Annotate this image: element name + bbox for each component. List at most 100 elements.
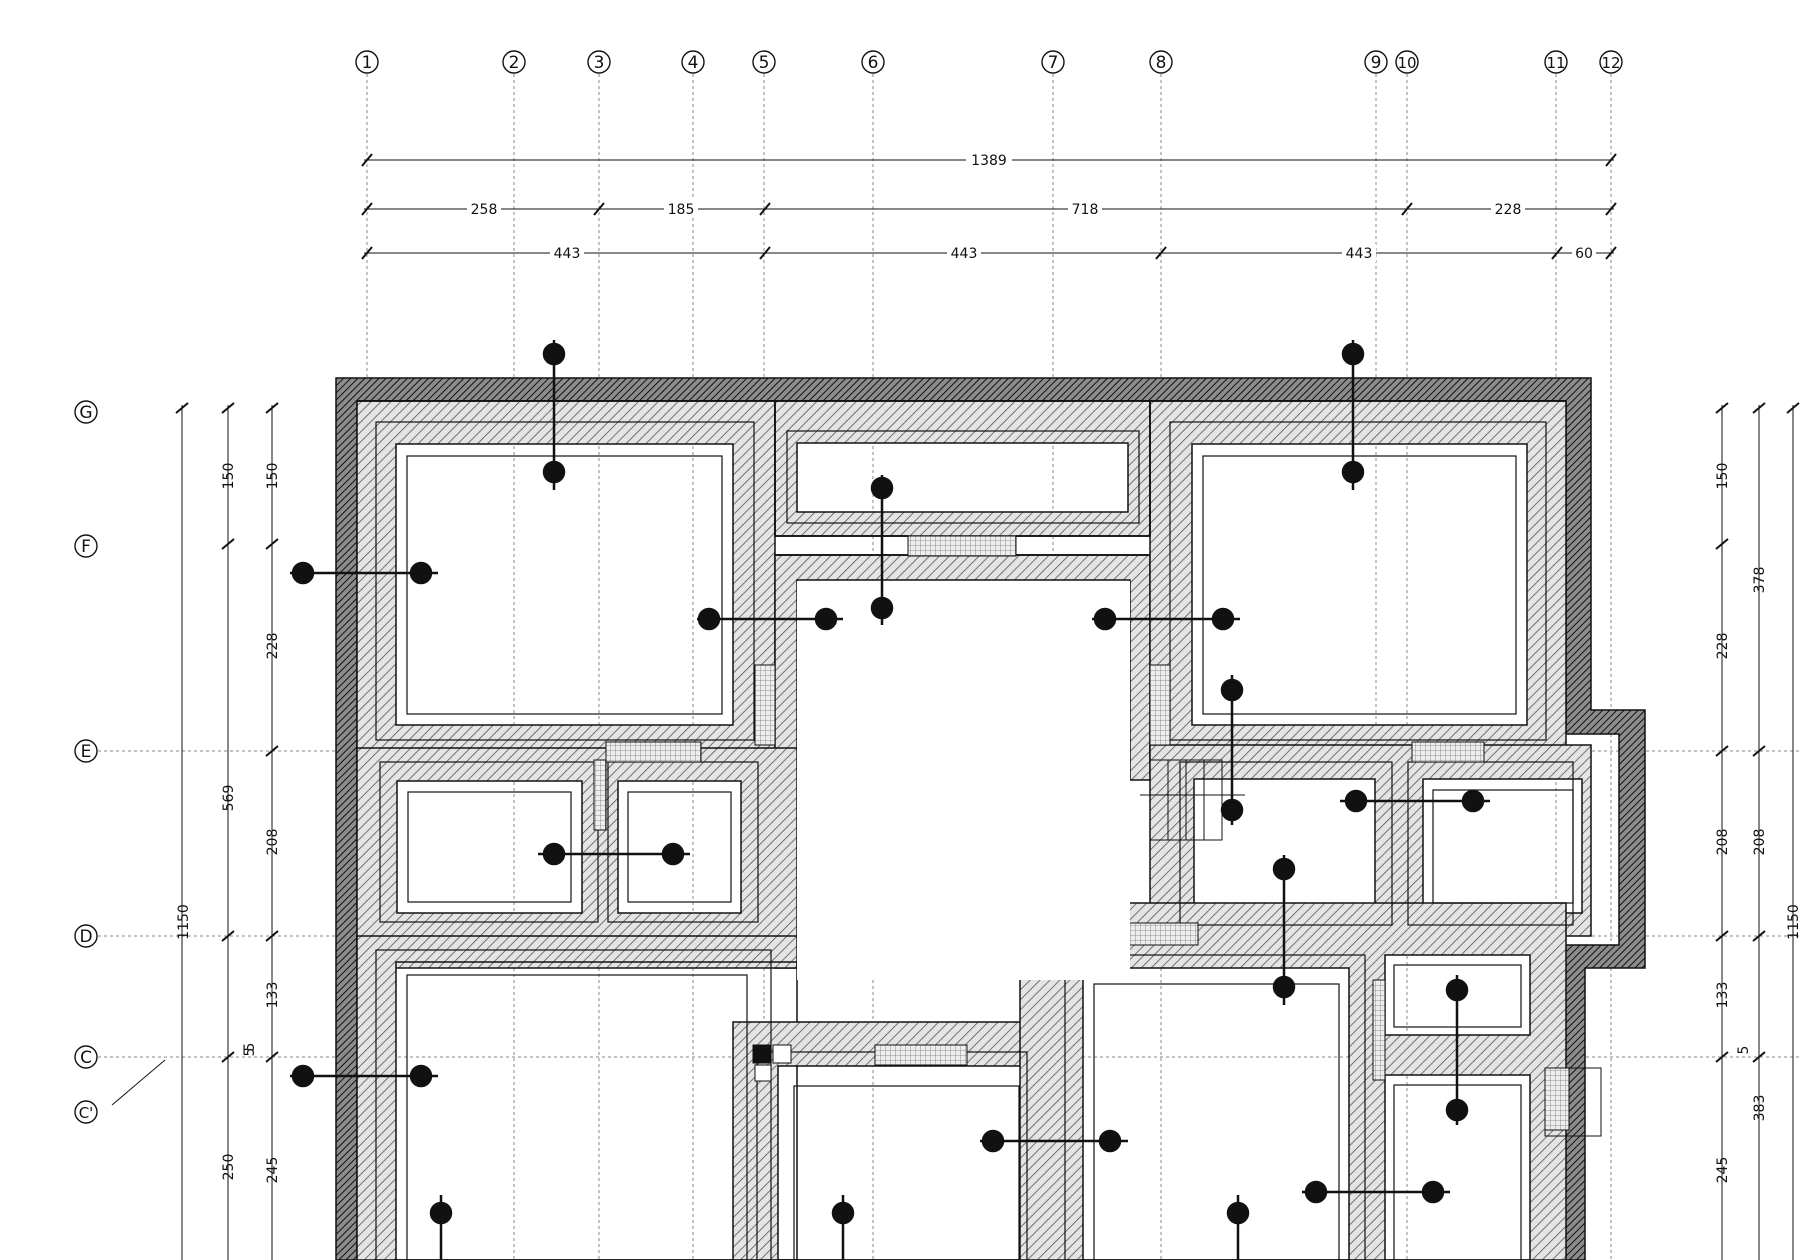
dim-top-row3-2: 443 bbox=[951, 246, 978, 262]
grid-bubble-row-c: C bbox=[74, 1045, 98, 1069]
column-marks bbox=[752, 1044, 1602, 1137]
grid-label-column-1: 1 bbox=[362, 53, 373, 73]
grid-bubble-column-1: 1 bbox=[355, 50, 379, 74]
dim-right-outer-3: 383 bbox=[1752, 1095, 1768, 1122]
grid-bubble-column-9: 9 bbox=[1364, 50, 1388, 74]
grid-label-row-d: D bbox=[79, 927, 92, 947]
section-cut-2 bbox=[1341, 340, 1365, 490]
grid-label-column-6: 6 bbox=[868, 53, 879, 73]
dim-left-outer-1: 150 bbox=[221, 463, 237, 490]
section-cut-6 bbox=[1445, 975, 1469, 1125]
dim-top-overall: 1389 bbox=[971, 153, 1007, 169]
column-grid-bubbles: 1 2 3 4 5 6 7 8 9 10 11 12 bbox=[355, 50, 1623, 74]
dim-left-outer-2: 569 bbox=[221, 785, 237, 812]
grid-bubble-column-3: 3 bbox=[587, 50, 611, 74]
staircase bbox=[1140, 759, 1245, 841]
grid-label-column-5: 5 bbox=[759, 53, 770, 73]
dim-left-inner-5: 5 bbox=[242, 1048, 258, 1057]
grid-label-row-c-prime: C' bbox=[79, 1104, 94, 1122]
grid-bubble-row-d: D bbox=[74, 924, 98, 948]
grid-label-column-10: 10 bbox=[1397, 54, 1416, 72]
dim-left-outer-4: 250 bbox=[221, 1154, 237, 1181]
dim-right-overall: 1150 bbox=[1786, 904, 1800, 940]
section-markers bbox=[290, 340, 1490, 1260]
dim-right-inner-2: 228 bbox=[1715, 633, 1731, 660]
section-cut-16 bbox=[980, 1129, 1128, 1153]
section-cut-8 bbox=[831, 1195, 855, 1260]
grid-label-column-11: 11 bbox=[1546, 54, 1565, 72]
grid-bubble-column-12: 12 bbox=[1599, 50, 1623, 74]
section-cut-3 bbox=[870, 475, 894, 625]
grid-label-row-e: E bbox=[81, 742, 92, 762]
grid-bubble-column-10: 10 bbox=[1395, 50, 1419, 74]
grid-label-column-12: 12 bbox=[1601, 54, 1620, 72]
opening-right-vertical bbox=[1149, 664, 1171, 746]
section-cut-11 bbox=[697, 607, 843, 631]
grid-bubble-row-f: F bbox=[74, 534, 98, 558]
top-dimensions: 1389 258 185 718 228 443 443 443 60 bbox=[467, 150, 1596, 262]
dim-right-inner-5: 5 bbox=[1736, 1046, 1752, 1055]
dim-right-inner-4: 133 bbox=[1715, 982, 1731, 1009]
grid-label-row-c: C bbox=[80, 1048, 92, 1068]
section-cut-10 bbox=[290, 561, 438, 585]
walls bbox=[335, 377, 1646, 1260]
dim-left-inner-1: 150 bbox=[265, 463, 281, 490]
grid-bubble-column-7: 7 bbox=[1041, 50, 1065, 74]
dim-top-row2-2: 185 bbox=[668, 202, 695, 218]
section-cut-1 bbox=[542, 340, 566, 490]
right-dimensions: 150 228 208 133 5 245 378 208 383 1150 bbox=[1715, 463, 1800, 1184]
grid-bubble-row-g: G bbox=[74, 400, 98, 424]
dim-left-overall: 1150 bbox=[176, 904, 192, 940]
dim-left-inner-6: 245 bbox=[265, 1157, 281, 1184]
dim-left-inner-3: 208 bbox=[265, 829, 281, 856]
grid-label-column-3: 3 bbox=[594, 53, 605, 73]
section-cut-5 bbox=[1272, 855, 1296, 1005]
opening-left-vertical bbox=[754, 664, 776, 746]
grid-bubble-column-2: 2 bbox=[502, 50, 526, 74]
section-cut-7 bbox=[429, 1195, 453, 1260]
wall-lower-left-room bbox=[356, 935, 798, 1260]
grid-label-column-2: 2 bbox=[509, 53, 520, 73]
opening-top-center bbox=[907, 535, 1017, 557]
opening-right-edge bbox=[1544, 1067, 1570, 1131]
dim-top-row3-4: 60 bbox=[1575, 246, 1593, 262]
row-grid-bubbles: G F E D C C' bbox=[74, 400, 98, 1124]
grid-bubble-column-5: 5 bbox=[752, 50, 776, 74]
grid-label-column-8: 8 bbox=[1156, 53, 1167, 73]
left-dimensions: 1150 150 569 5 250 150 228 208 133 5 245 bbox=[176, 463, 281, 1184]
section-cut-14 bbox=[1340, 789, 1490, 813]
dim-top-row2-1: 258 bbox=[471, 202, 498, 218]
dim-left-inner-4: 133 bbox=[265, 982, 281, 1009]
grid-label-row-f: F bbox=[81, 537, 91, 557]
grid-bubble-row-c-prime: C' bbox=[74, 1100, 98, 1124]
grid-bubble-column-4: 4 bbox=[681, 50, 705, 74]
dim-top-row2-3: 718 bbox=[1072, 202, 1099, 218]
dim-right-outer-1: 378 bbox=[1752, 567, 1768, 594]
opening-left-mid-vertical bbox=[593, 759, 607, 831]
dim-left-inner-2: 228 bbox=[265, 633, 281, 660]
wall-top-center-block bbox=[774, 400, 1151, 537]
opening-left-middle bbox=[605, 741, 702, 763]
dim-top-row3-1: 443 bbox=[554, 246, 581, 262]
section-cut-4 bbox=[1220, 675, 1244, 825]
opening-right-middle bbox=[1411, 741, 1485, 763]
opening-lower-center bbox=[874, 1044, 968, 1066]
section-cut-15 bbox=[290, 1064, 438, 1088]
dim-left-outer-3: 5 bbox=[242, 1043, 258, 1052]
wall-top-right-room bbox=[1149, 400, 1567, 761]
section-cut-9 bbox=[1226, 1195, 1250, 1260]
grid-label-column-9: 9 bbox=[1371, 53, 1382, 73]
section-cut-13 bbox=[538, 842, 690, 866]
section-cut-12 bbox=[1092, 607, 1240, 631]
grid-bubble-column-6: 6 bbox=[861, 50, 885, 74]
dim-top-row2-4: 228 bbox=[1495, 202, 1522, 218]
grid-label-column-7: 7 bbox=[1048, 53, 1059, 73]
opening-right-lower bbox=[1372, 979, 1386, 1081]
grid-bubble-row-e: E bbox=[74, 739, 98, 763]
grid-bubble-column-8: 8 bbox=[1149, 50, 1173, 74]
dimension-lines bbox=[111, 153, 1800, 1260]
dim-right-inner-6: 245 bbox=[1715, 1157, 1731, 1184]
dim-top-row3-3: 443 bbox=[1346, 246, 1373, 262]
grid-bubble-column-11: 11 bbox=[1544, 50, 1568, 74]
